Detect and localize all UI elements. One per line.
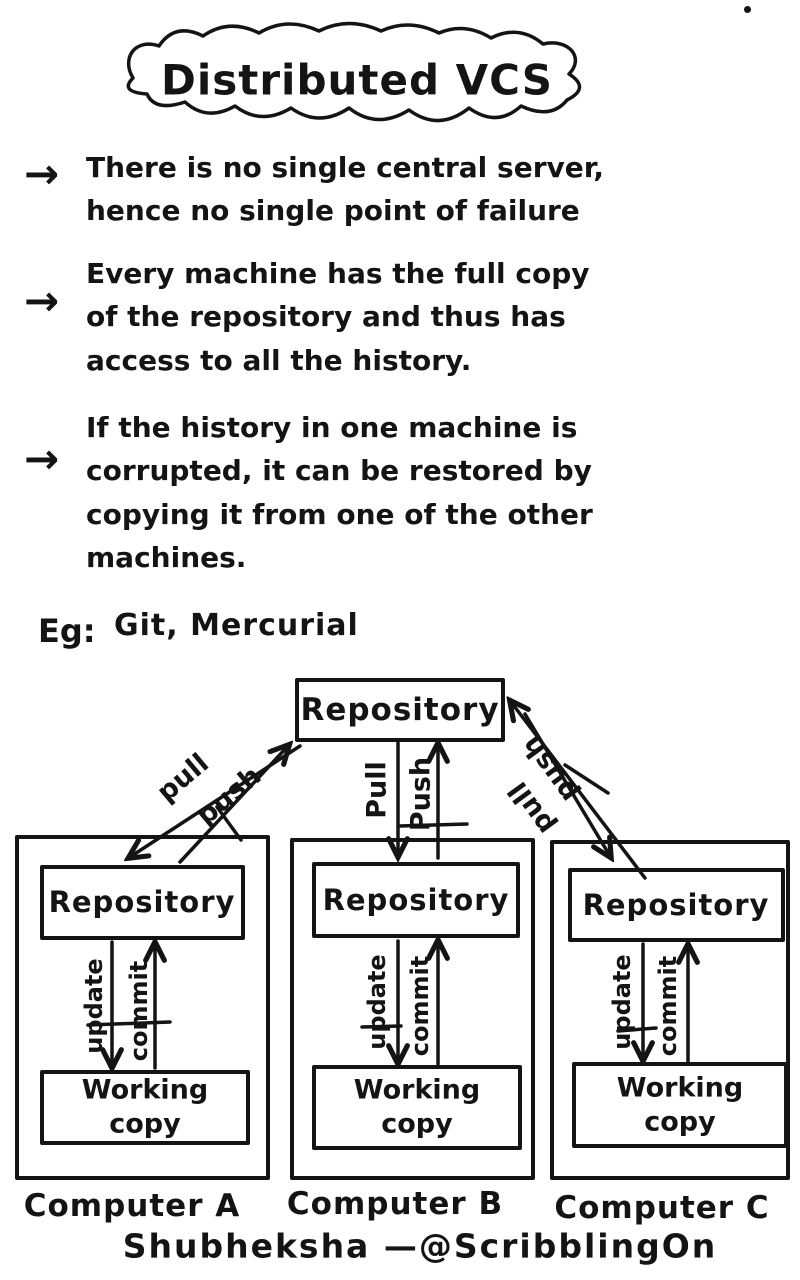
example-label: Eg: [38, 612, 96, 650]
computer-c-label: Computer C [554, 1190, 770, 1226]
commit-label-b: commit [406, 955, 434, 1057]
pull-label-b: Pull [361, 761, 393, 819]
working-copy-box-a [40, 1070, 250, 1145]
central-repository-label: Repository [300, 692, 500, 728]
working-copy-label-c: Working copy [616, 1072, 744, 1137]
working-copy-label-a: Working copy [81, 1074, 209, 1139]
working-copy-label-b: Working copy [353, 1074, 481, 1139]
bullet-text: If the history in one machine is corrupt… [86, 411, 593, 575]
computer-c-box [550, 840, 790, 1180]
example-text: Git, Mercurial [114, 608, 359, 643]
bullet-text: There is no single central server, hence… [86, 151, 605, 228]
signature: Shubheksha —@ScribblingOn [122, 1226, 718, 1266]
central-repository-box [295, 678, 505, 742]
repository-label-c: Repository [582, 888, 770, 922]
ink-dot [744, 6, 751, 13]
computer-b-box [290, 838, 535, 1180]
computer-b-label: Computer B [286, 1186, 504, 1222]
commit-label-a: commit [125, 960, 153, 1062]
computer-a-label: Computer A [23, 1188, 241, 1224]
arrow-right-icon: → [24, 434, 60, 483]
repository-box-a [40, 865, 245, 940]
repository-box-b [312, 862, 520, 938]
working-copy-box-b [312, 1065, 522, 1150]
update-label-c: update [608, 954, 636, 1050]
arrow-right-icon: → [24, 276, 60, 325]
page-title: Distributed VCS [160, 55, 554, 105]
commit-label-c: commit [654, 955, 682, 1057]
working-copy-box-c [572, 1062, 788, 1148]
arrow-right-icon: → [24, 149, 60, 198]
repository-label-b: Repository [322, 883, 510, 917]
repository-label-a: Repository [48, 885, 236, 919]
push-label-b: Push [405, 756, 437, 832]
bullet-text: Every machine has the full copy of the r… [86, 257, 590, 377]
update-label-b: update [363, 954, 391, 1050]
update-label-a: update [80, 958, 108, 1054]
